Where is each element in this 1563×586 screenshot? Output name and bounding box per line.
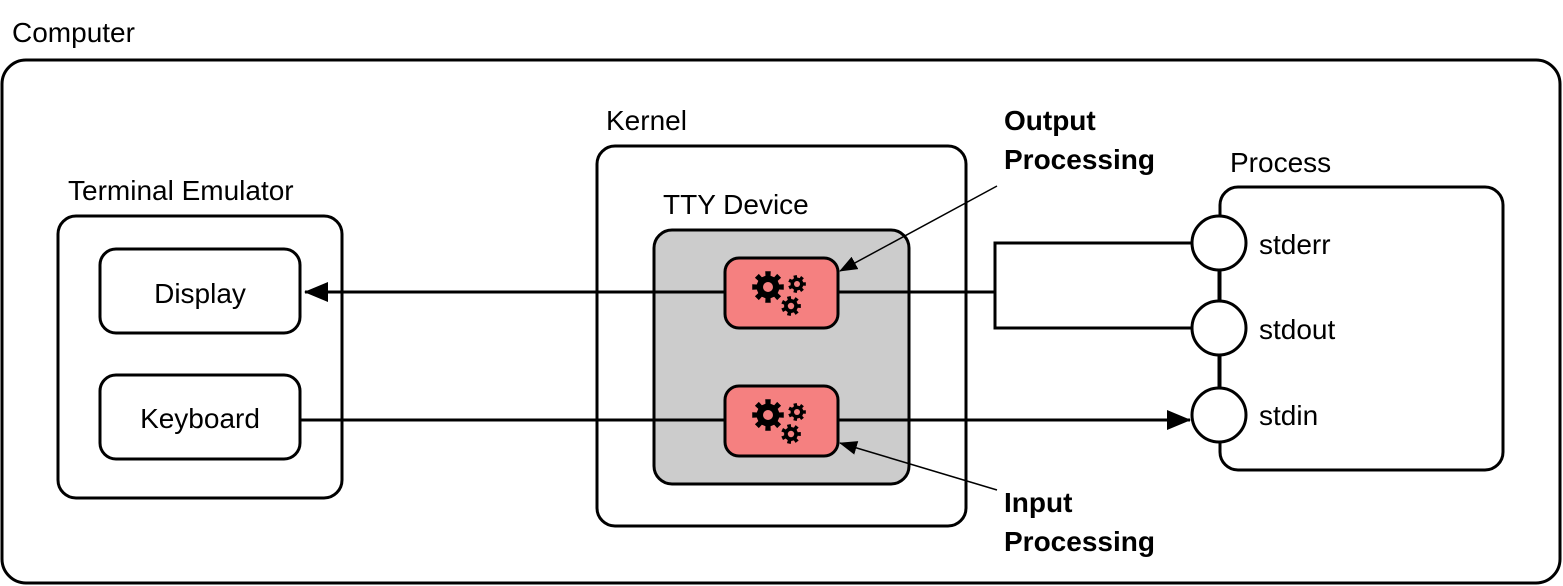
stdout-label: stdout [1259,314,1335,345]
stderr-label: stderr [1259,229,1331,260]
display-label: Display [154,278,246,309]
keyboard-label: Keyboard [140,403,260,434]
gears-icon [752,399,806,444]
process-label: Process [1230,147,1331,178]
computer-label: Computer [12,17,135,48]
stderr-stdout-bracket [993,241,1192,330]
kernel-label: Kernel [606,105,687,136]
terminal-emulator-label: Terminal Emulator [68,175,294,206]
display-box [98,247,302,335]
output-processing-title-line2: Processing [1004,144,1155,175]
gears-icon [752,271,806,316]
stderr-port [1190,214,1248,272]
stdout-port [1190,299,1248,357]
output-processing-pointer [839,185,998,272]
input-processing-pointer [839,441,998,491]
output-processing-title-line1: Output [1004,105,1096,136]
input-processing-title-line2: Processing [1004,526,1155,557]
input-processing-node [723,384,840,458]
output-processing-node [723,256,840,330]
input-processing-title-line1: Input [1004,487,1072,518]
keyboard-box [98,373,302,461]
stdin-label: stdin [1259,400,1318,431]
tty-device-label: TTY Device [663,189,809,220]
stdin-port [1190,386,1248,444]
